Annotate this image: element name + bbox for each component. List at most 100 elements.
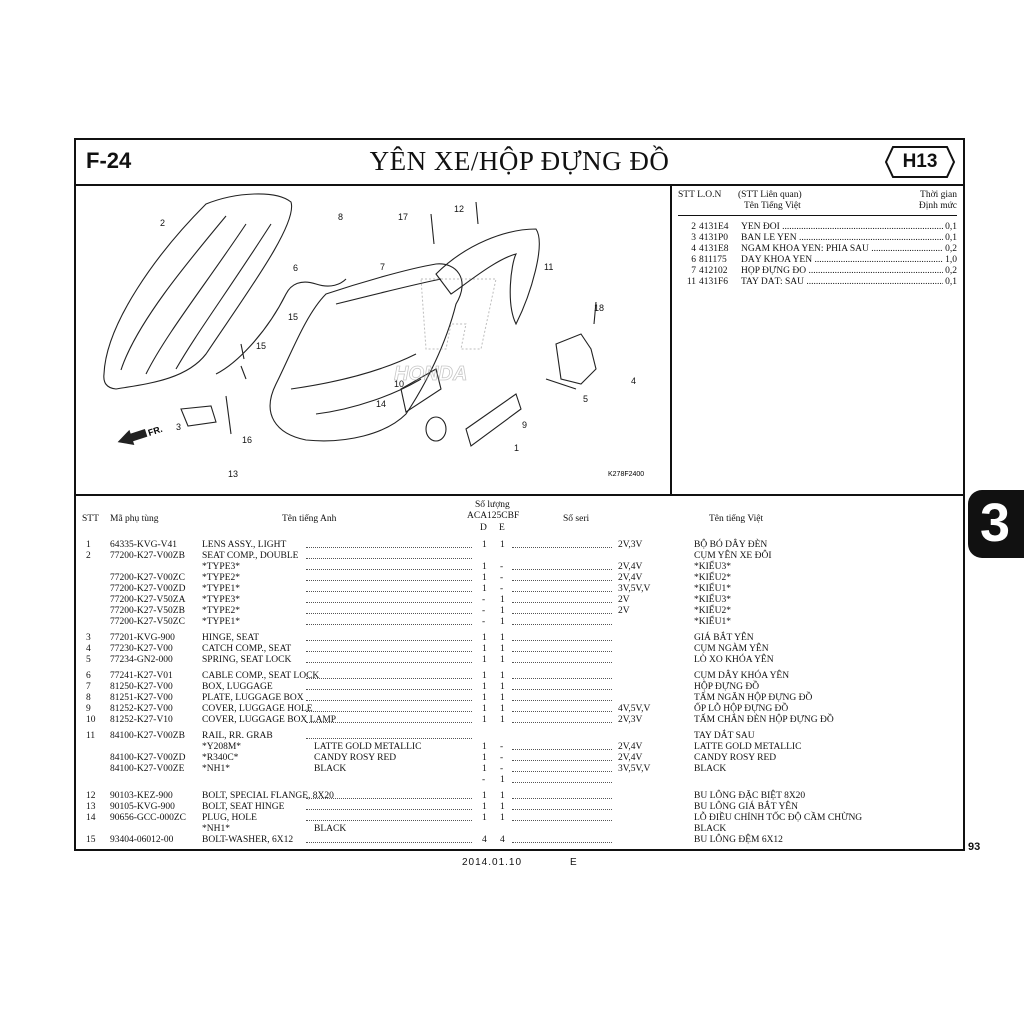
cell-no: 77234-GN2-000 bbox=[110, 655, 173, 665]
cell-stt: 1 bbox=[86, 540, 91, 550]
leader-dots bbox=[306, 738, 472, 739]
cell-en: HINGE, SEAT bbox=[202, 633, 259, 643]
serial-dashes bbox=[512, 782, 612, 783]
cell-d: - bbox=[482, 606, 486, 616]
serial-dashes bbox=[512, 711, 612, 712]
cell-vn: BU LÔNG GIÁ BẮT YÊN bbox=[694, 802, 798, 812]
leader-dots bbox=[306, 651, 472, 652]
cell-d: 1 bbox=[482, 633, 487, 643]
cell-no: 77200-K27-V00ZB bbox=[110, 551, 185, 561]
labor-time-panel: STT L.O.N (STT Liên quan) Tên Tiếng Việt… bbox=[672, 184, 963, 494]
exploded-diagram: HONDA FR. K278F2400 1 2 3 4 5 6 7 8 9 10… bbox=[76, 184, 672, 494]
labor-cell-lon: 412102 bbox=[699, 266, 728, 276]
labor-cell-time: 0,2 bbox=[945, 266, 957, 276]
labor-cell-ref: 2 bbox=[691, 222, 696, 232]
serial-dashes bbox=[512, 591, 612, 592]
cell-no: 90656-GCC-000ZC bbox=[110, 813, 186, 823]
cell-en: *TYPE2* bbox=[202, 606, 240, 616]
cell-vn: BỘ BÓ DÂY ĐÈN bbox=[694, 540, 768, 550]
labor-cell-time: 0,1 bbox=[945, 233, 957, 243]
cell-vn: GIÁ BẮT YÊN bbox=[694, 633, 754, 643]
luggage-box-shape bbox=[269, 263, 463, 442]
cell-en: COVER, LUGGAGE HOLE bbox=[202, 704, 313, 714]
cell-e: - bbox=[500, 584, 504, 594]
cell-ser: 4V,5V,V bbox=[618, 704, 651, 714]
cell-d: 1 bbox=[482, 573, 487, 583]
cell-d: 1 bbox=[482, 644, 487, 654]
serial-dashes bbox=[512, 798, 612, 799]
leader-dots bbox=[306, 624, 472, 625]
section-badge: H13 bbox=[885, 146, 955, 178]
cell-e: 1 bbox=[500, 540, 505, 550]
leader-dots bbox=[306, 602, 472, 603]
leader-dots bbox=[306, 569, 472, 570]
labor-cell-ref: 4 bbox=[691, 244, 696, 254]
cell-vn: BLACK bbox=[694, 764, 727, 774]
serial-dashes bbox=[512, 624, 612, 625]
cell-vn: CỤM YÊN XE ĐÔI bbox=[694, 551, 772, 561]
labor-head-rule bbox=[678, 215, 957, 216]
serial-dashes bbox=[512, 569, 612, 570]
front-arrow-icon: FR. bbox=[117, 424, 164, 446]
labor-cell-ref: 7 bbox=[691, 266, 696, 276]
leader-dots bbox=[306, 798, 472, 799]
cell-d: 4 bbox=[482, 835, 487, 845]
callout-4: 4 bbox=[631, 376, 637, 386]
callout-3: 3 bbox=[176, 422, 182, 432]
labor-cell-time: 1,0 bbox=[945, 255, 957, 265]
cell-no: 81250-K27-V00 bbox=[110, 682, 173, 692]
badge-label: H13 bbox=[902, 151, 938, 172]
cell-d: 1 bbox=[482, 753, 487, 763]
cell-e: - bbox=[500, 742, 504, 752]
cell-e: - bbox=[500, 562, 504, 572]
cell-d: - bbox=[482, 775, 486, 785]
labor-cell-name: NGÀM KHÓA YÊN: PHÍA SAU bbox=[741, 244, 943, 255]
leader-dots bbox=[306, 809, 472, 810]
cell-d: 1 bbox=[482, 682, 487, 692]
cell-vn: LATTE GOLD METALLIC bbox=[694, 742, 802, 752]
serial-dashes bbox=[512, 651, 612, 652]
cell-en: *TYPE2* bbox=[202, 573, 240, 583]
cell-d: 1 bbox=[482, 704, 487, 714]
cell-e: 1 bbox=[500, 791, 505, 801]
cell-ser: 2V,4V bbox=[618, 742, 643, 752]
labor-cell-name: HỘP ĐỰNG ĐỒ bbox=[741, 266, 943, 277]
leader-dots bbox=[306, 711, 472, 712]
section-tab-number: 3 bbox=[980, 493, 1011, 553]
labor-cell-lon: 4131F6 bbox=[699, 277, 729, 287]
serial-dashes bbox=[512, 602, 612, 603]
labor-head-name: Tên Tiếng Việt bbox=[744, 201, 801, 211]
serial-dashes bbox=[512, 842, 612, 843]
cell-color: BLACK bbox=[314, 764, 347, 774]
cell-stt: 8 bbox=[86, 693, 91, 703]
serial-dashes bbox=[512, 547, 612, 548]
col-name-vn: Tên tiếng Việt bbox=[709, 514, 764, 524]
cell-d: 1 bbox=[482, 655, 487, 665]
cell-vn: CỤM NGÀM YÊN bbox=[694, 644, 769, 654]
labor-cell-lon: 4131E4 bbox=[699, 222, 729, 232]
cell-no: 90105-KVG-900 bbox=[110, 802, 175, 812]
cell-en: *TYPE1* bbox=[202, 584, 240, 594]
callout-14: 14 bbox=[376, 399, 387, 409]
cell-no: 77241-K27-V01 bbox=[110, 671, 173, 681]
cell-ser: 2V,4V bbox=[618, 573, 643, 583]
cell-d: 1 bbox=[482, 715, 487, 725]
figure-code: F-24 bbox=[86, 148, 132, 173]
cell-no: 64335-KVG-V41 bbox=[110, 540, 178, 550]
cell-en: PLATE, LUGGAGE BOX bbox=[202, 693, 304, 703]
serial-dashes bbox=[512, 760, 612, 761]
cell-stt: 9 bbox=[86, 704, 91, 714]
col-e: E bbox=[499, 523, 505, 533]
cell-d: 1 bbox=[482, 540, 487, 550]
cell-stt: 2 bbox=[86, 551, 91, 561]
cell-no: 77200-K27-V00ZD bbox=[110, 584, 186, 594]
